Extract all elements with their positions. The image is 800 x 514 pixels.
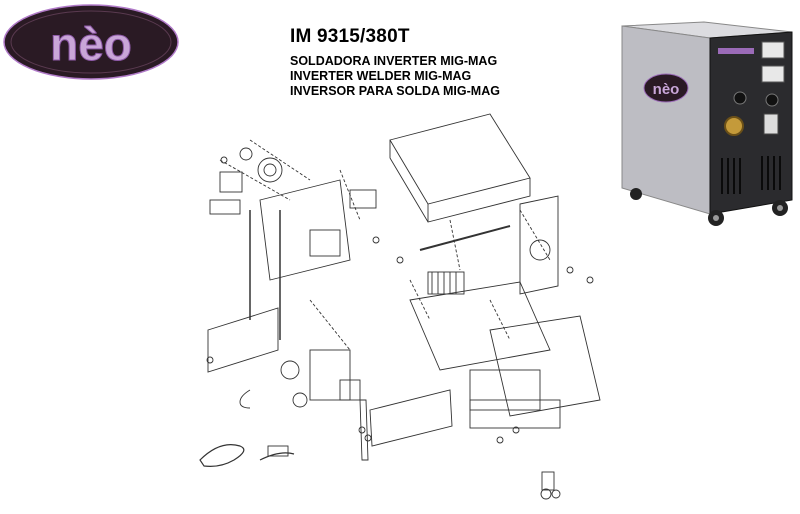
wheel-icon <box>630 188 788 226</box>
exploded-parts-diagram <box>190 100 620 510</box>
neo-logo-emblem: nèo <box>3 4 179 80</box>
parts-diagram-drawing <box>199 113 601 500</box>
title-block: IM 9315/380T SOLDADORA INVERTER MIG-MAG … <box>290 26 500 99</box>
subtitle-spanish: SOLDADORA INVERTER MIG-MAG <box>290 54 498 68</box>
logo-text: nèo <box>50 18 132 70</box>
machine-panel-brand: nèo <box>653 81 680 98</box>
welder-machine-photo: nèo <box>614 18 800 230</box>
subtitle-portuguese: INVERSOR PARA SOLDA MIG-MAG <box>290 84 500 98</box>
welder-machine-illustration: nèo <box>621 21 793 226</box>
neo-logo: nèo <box>2 2 180 82</box>
model-number: IM 9315/380T <box>290 26 410 47</box>
subtitle-english: INVERTER WELDER MIG-MAG <box>290 69 472 83</box>
